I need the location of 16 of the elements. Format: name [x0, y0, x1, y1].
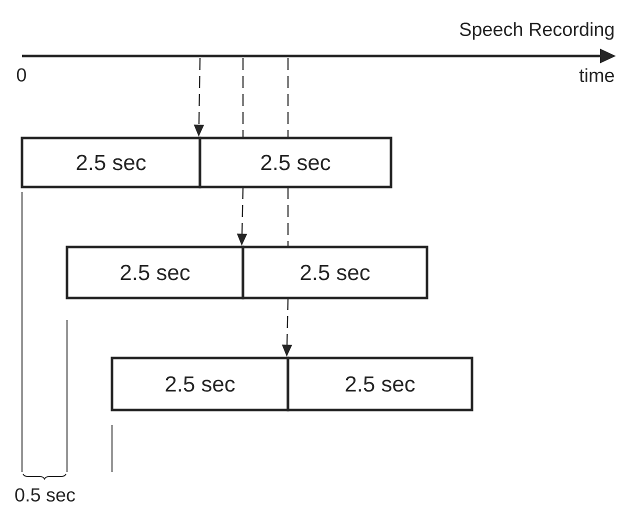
- axis-label: 0.5 sec: [15, 488, 75, 502]
- time-segment-box: [66, 246, 244, 300]
- cell-text: 2.5 sec: [166, 376, 235, 392]
- axis-label: Speech Recording: [460, 22, 614, 40]
- cell-text: 2.5 sec: [261, 154, 330, 170]
- time-segment-box: [198, 136, 392, 188]
- time-segment-box: [110, 356, 290, 412]
- axis-label: 0: [16, 68, 26, 82]
- time-segment-box: [20, 136, 202, 188]
- cell-text: 2.5 sec: [120, 264, 190, 280]
- cell-text: 2.5 sec: [300, 264, 370, 280]
- cell-text: 2.5 sec: [76, 154, 146, 170]
- cell-text: 2.5 sec: [346, 376, 415, 392]
- axis-label: time: [579, 68, 614, 82]
- time-segment-box: [242, 246, 428, 300]
- time-segment-box: [286, 356, 474, 412]
